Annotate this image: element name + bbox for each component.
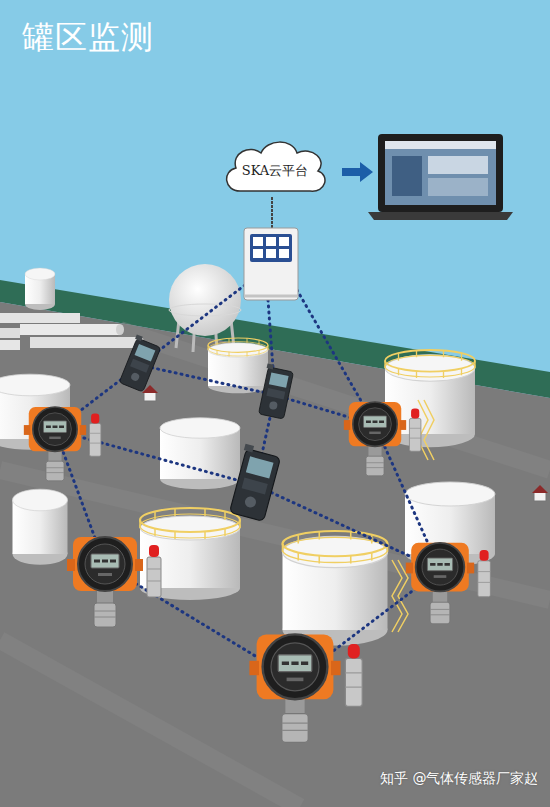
storage-tank (25, 268, 55, 310)
tank-railing (385, 350, 475, 378)
pipe (0, 328, 20, 338)
hanging-chain (271, 197, 273, 230)
laptop-bezel (378, 134, 503, 212)
cloud-shape (227, 142, 325, 191)
pipe (30, 337, 140, 348)
wireless-links (55, 285, 440, 680)
sphere (169, 264, 241, 336)
pipe-rack (0, 313, 144, 350)
laptop (368, 134, 513, 220)
node-text: SKA云平台 (242, 162, 308, 180)
small-house (532, 485, 548, 501)
fixed-gas-detector (344, 402, 421, 476)
wireless-link (55, 430, 255, 485)
ground (0, 302, 550, 807)
fixed-gas-detector (249, 634, 362, 742)
fixed-gas-detector (24, 407, 101, 481)
controller-cabinet (244, 228, 298, 300)
screen-icon (279, 237, 289, 246)
portable-gas-detector (227, 444, 281, 522)
cabinet-base (244, 295, 298, 298)
page-title: 罐区监测 (22, 16, 154, 60)
tank-railing (140, 508, 240, 539)
pipe (0, 340, 20, 350)
storage-tank (12, 489, 67, 565)
flow-arrow (342, 162, 373, 182)
screen-panel (428, 156, 488, 174)
laptop-base (368, 212, 513, 220)
portable-gas-detector (257, 363, 294, 419)
screen-icon (266, 237, 276, 246)
pipe-end (116, 324, 124, 335)
fixed-gas-detector (406, 543, 491, 624)
screen-icon (279, 249, 289, 258)
laptop-screen (385, 141, 496, 205)
fixed-gas-detector (67, 537, 161, 627)
wireless-link (140, 365, 275, 395)
screen-panel (428, 178, 488, 196)
screen-icon (266, 249, 276, 258)
cloud-platform: SKA云平台 (218, 135, 332, 199)
wireless-controller (244, 228, 298, 300)
pipe (0, 313, 80, 323)
watermark: 知乎 @气体传感器厂家赵 (380, 770, 538, 788)
screen-icon (253, 249, 263, 258)
portable-gas-detector (118, 334, 162, 392)
controller-screen (250, 234, 292, 262)
pipe (20, 324, 120, 335)
tank-railing (283, 531, 388, 564)
screen-header (385, 141, 496, 149)
tank-railing (208, 338, 268, 357)
screen-icon (253, 237, 263, 246)
screen-panel (392, 156, 422, 196)
ground-road (0, 330, 550, 807)
